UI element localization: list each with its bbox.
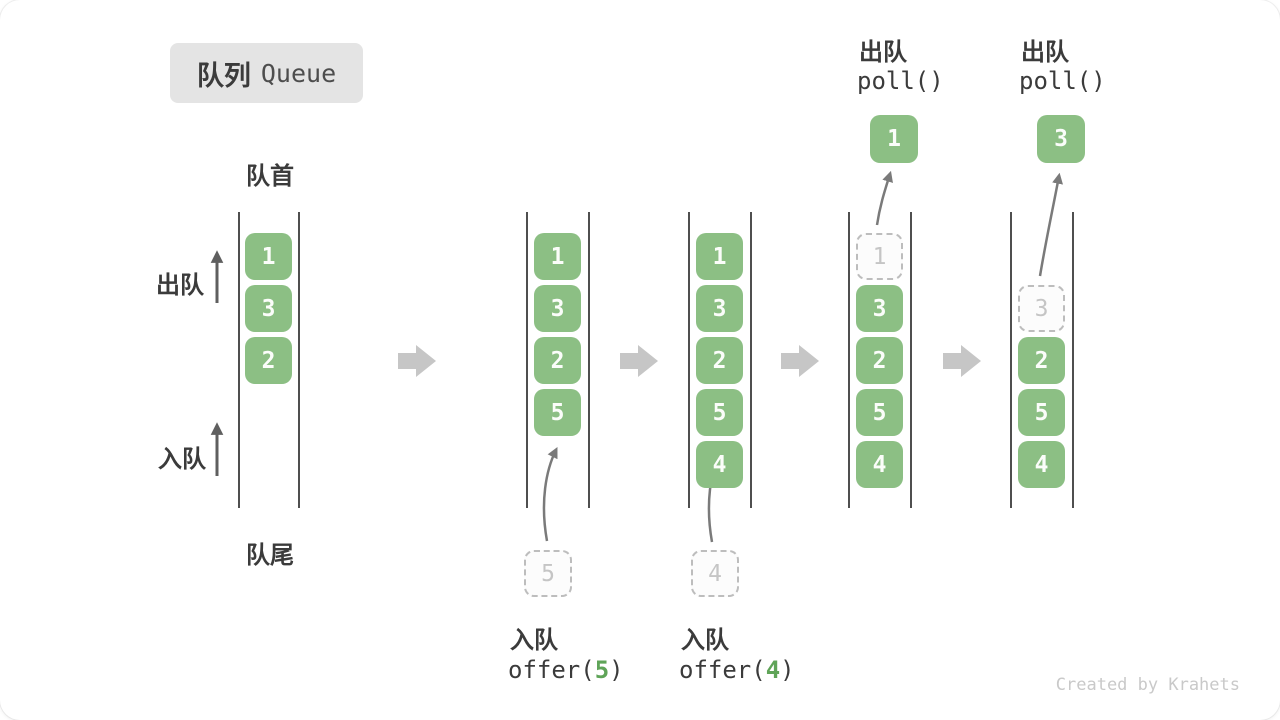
op-enqueue-code: offer(4) <box>679 656 795 684</box>
code-pre: offer( <box>508 656 595 684</box>
op-dequeue-code: poll() <box>857 67 944 95</box>
queue-cell: 1 <box>245 233 292 280</box>
queue-cell: 5 <box>856 389 903 436</box>
state-transition-arrow-3 <box>781 345 819 377</box>
channel-wall <box>910 212 912 508</box>
op-enqueue-code: offer(5) <box>508 656 624 684</box>
channel-wall <box>1010 212 1012 508</box>
queue-cell: 4 <box>696 441 743 488</box>
queue-cell: 2 <box>245 337 292 384</box>
queue-cell: 1 <box>696 233 743 280</box>
queue-cell: 3 <box>245 285 292 332</box>
op-dequeue-code: poll() <box>1019 67 1106 95</box>
channel-wall <box>1072 212 1074 508</box>
queue-cell: 3 <box>696 285 743 332</box>
op-enqueue-label: 入队 <box>681 627 729 654</box>
op-enqueue-label: 入队 <box>510 627 558 654</box>
queue-cell: 5 <box>1018 389 1065 436</box>
title-zh: 队列 <box>196 60 251 91</box>
queue-rear-label: 队尾 <box>246 542 294 569</box>
channel-wall <box>298 212 300 508</box>
queue-cell: 5 <box>696 389 743 436</box>
queue-cell: 4 <box>1018 441 1065 488</box>
queue-cell: 2 <box>696 337 743 384</box>
queue-cell: 2 <box>534 337 581 384</box>
queue-cell: 3 <box>534 285 581 332</box>
queue-cell: 3 <box>856 285 903 332</box>
removed-slot-ghost: 1 <box>856 233 903 280</box>
state-transition-arrow-1 <box>398 345 436 377</box>
queue-cell: 4 <box>856 441 903 488</box>
code-arg: 5 <box>594 656 610 684</box>
enqueue-arrow-offer5 <box>542 447 558 542</box>
removed-slot-ghost: 3 <box>1018 285 1065 332</box>
channel-wall <box>750 212 752 508</box>
popped-element: 1 <box>870 115 918 163</box>
code-post: ) <box>609 656 624 684</box>
channel-wall <box>848 212 850 508</box>
code-post: ) <box>780 656 795 684</box>
queue-cell: 2 <box>1018 337 1065 384</box>
queue-cell: 5 <box>534 389 581 436</box>
title-en: Queue <box>260 58 337 88</box>
state-transition-arrow-2 <box>620 345 658 377</box>
dequeue-side-label: 出队 <box>156 272 204 299</box>
channel-wall <box>588 212 590 508</box>
watermark: Created by Krahets <box>1055 675 1240 695</box>
incoming-element-ghost: 5 <box>524 550 572 597</box>
enqueue-side-label: 入队 <box>158 446 206 473</box>
queue-cell: 1 <box>534 233 581 280</box>
dequeue-arrow-poll1 <box>875 170 893 226</box>
queue-cell: 2 <box>856 337 903 384</box>
queue-front-label: 队首 <box>246 163 294 190</box>
dequeue-arrow-poll3 <box>1038 172 1063 277</box>
channel-wall <box>238 212 240 508</box>
incoming-element-ghost: 4 <box>691 550 739 597</box>
popped-element: 3 <box>1037 115 1085 163</box>
state-transition-arrow-4 <box>943 345 981 377</box>
channel-wall <box>688 212 690 508</box>
channel-wall <box>526 212 528 508</box>
op-dequeue-label: 出队 <box>1021 39 1069 66</box>
title-badge: 队列 Queue <box>170 43 363 103</box>
code-pre: offer( <box>679 656 766 684</box>
op-dequeue-label: 出队 <box>859 39 907 66</box>
code-arg: 4 <box>765 656 781 684</box>
